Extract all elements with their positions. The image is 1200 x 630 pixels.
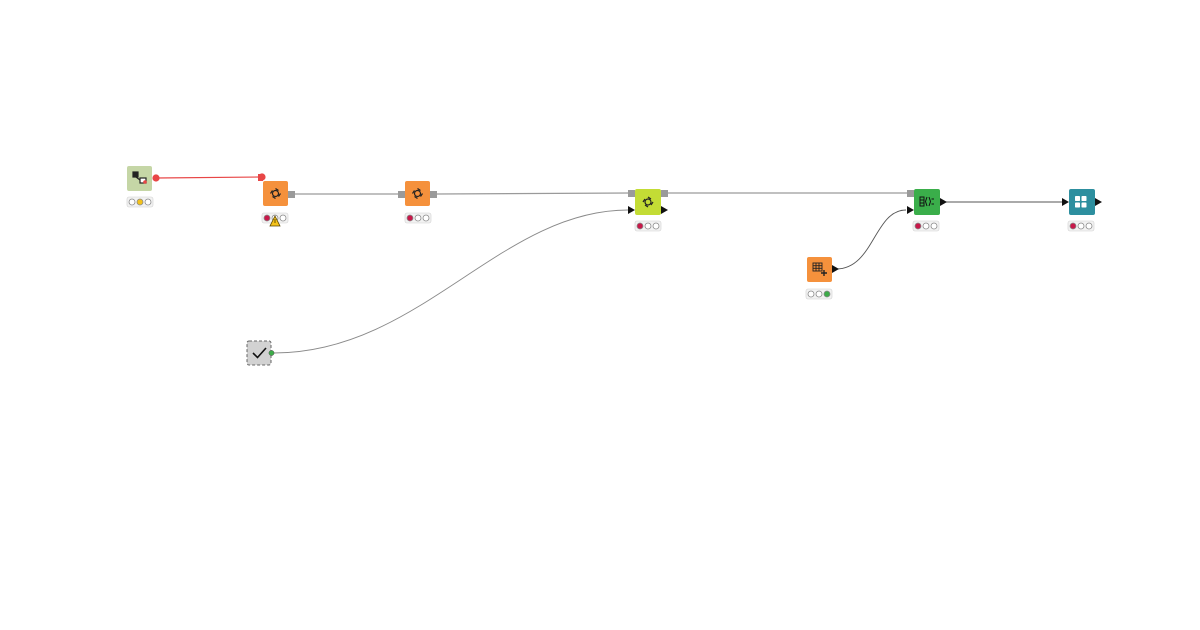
node-body[interactable]	[1069, 189, 1095, 215]
node-body[interactable]	[807, 257, 832, 282]
node-body[interactable]	[263, 181, 288, 206]
output-port[interactable]	[940, 198, 947, 206]
db-node-3[interactable]	[628, 189, 668, 232]
warning-icon[interactable]	[269, 215, 281, 227]
connection-table[interactable]	[835, 209, 907, 270]
table-creator-node[interactable]	[805, 257, 839, 300]
node-status-lights	[634, 220, 662, 232]
input-port[interactable]	[628, 206, 635, 214]
input-port[interactable]	[258, 174, 263, 181]
db-gear-icon	[412, 188, 423, 199]
db-gear-icon	[270, 188, 281, 199]
input-port[interactable]	[398, 191, 405, 198]
input-port[interactable]	[1062, 198, 1069, 206]
node-status-lights	[805, 288, 833, 300]
output-port[interactable]	[661, 206, 668, 214]
input-port[interactable]	[628, 190, 635, 197]
view-node[interactable]	[1062, 189, 1102, 232]
node-body[interactable]	[405, 181, 430, 206]
node-body[interactable]	[914, 189, 940, 215]
node-body[interactable]	[635, 189, 661, 215]
component-node[interactable]	[246, 340, 275, 366]
connection-flow-variable[interactable]	[273, 209, 629, 354]
table-create-icon	[812, 262, 827, 276]
db-gear-icon	[642, 196, 654, 208]
node-status-lights	[126, 196, 154, 208]
checkmark-icon	[252, 347, 267, 359]
output-port[interactable]	[1095, 198, 1102, 206]
output-port[interactable]	[832, 265, 839, 273]
input-port[interactable]	[907, 206, 914, 214]
joiner-icon	[919, 196, 934, 207]
node-status-lights	[912, 220, 940, 232]
connection-db-data[interactable]	[436, 192, 631, 195]
node-body[interactable]	[246, 340, 272, 366]
connector-node[interactable]	[126, 166, 154, 208]
node-status-lights	[1067, 220, 1095, 232]
connections-layer	[152, 173, 1064, 354]
output-port[interactable]	[430, 191, 437, 198]
flow-variable-output-port[interactable]	[268, 350, 275, 356]
input-port[interactable]	[907, 190, 914, 197]
db-connector-icon	[132, 171, 147, 184]
output-port[interactable]	[661, 190, 668, 197]
output-port[interactable]	[288, 191, 295, 198]
db-node-1[interactable]	[258, 174, 295, 227]
view-grid-icon	[1075, 196, 1087, 208]
joiner-node[interactable]	[907, 189, 947, 232]
node-status-lights	[404, 212, 432, 224]
connection-endpoint	[152, 174, 160, 182]
db-node-2[interactable]	[398, 181, 437, 224]
connection-db-connection[interactable]	[155, 176, 263, 179]
